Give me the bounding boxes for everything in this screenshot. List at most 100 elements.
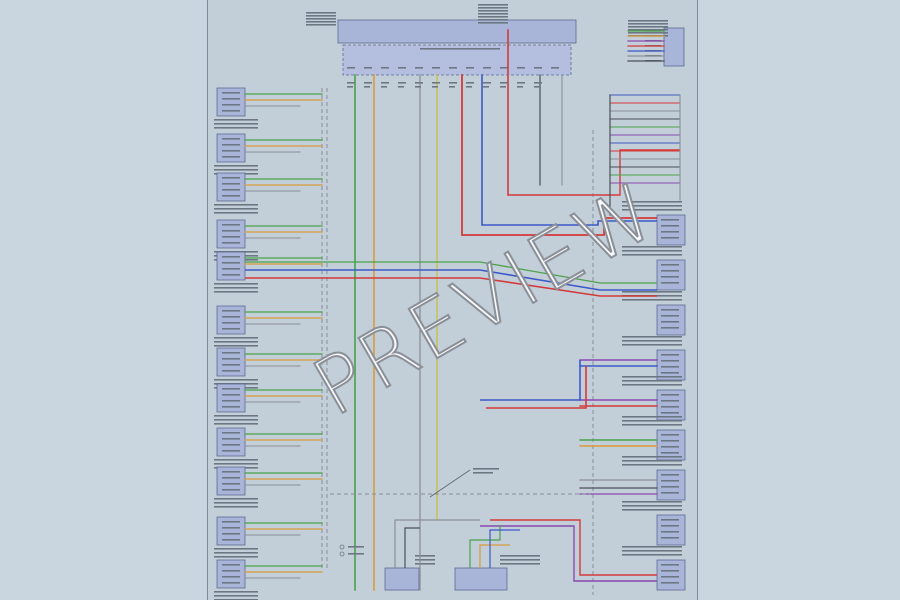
pin-label-line xyxy=(661,225,679,227)
module-title-line xyxy=(622,209,682,211)
module-title-line xyxy=(622,554,682,556)
module-title-line xyxy=(622,420,682,422)
module-title-line xyxy=(622,550,682,552)
pin-label-line xyxy=(222,564,240,566)
pin-label-line xyxy=(222,450,240,452)
module-title-line xyxy=(622,246,682,248)
pin-label-line xyxy=(222,438,240,440)
pin-label-line xyxy=(222,177,240,179)
legend-symbol xyxy=(339,551,345,557)
pin-label-line xyxy=(661,492,679,494)
module-title-line xyxy=(214,169,258,171)
module-title-line xyxy=(622,505,682,507)
pin-label-line xyxy=(222,230,240,232)
pin-label-line xyxy=(661,237,679,239)
pin-label-line xyxy=(222,104,240,106)
wire-code-line xyxy=(347,86,353,88)
pin-label-line xyxy=(661,315,679,317)
pin-label-line xyxy=(222,256,240,258)
module-title-line xyxy=(500,559,540,561)
wire xyxy=(489,529,520,568)
pin-label-line xyxy=(661,480,679,482)
module-title-line xyxy=(478,16,508,18)
pin-label-line xyxy=(661,452,679,454)
legend-text-line xyxy=(348,546,364,548)
pin-label-line xyxy=(661,276,679,278)
wire-code-line xyxy=(534,82,542,84)
module-title-line xyxy=(214,123,258,125)
pin-label-line xyxy=(222,150,240,152)
module-caption-line xyxy=(306,24,336,26)
central-module-header-block xyxy=(337,19,577,44)
connector-caption-line xyxy=(420,48,500,50)
module-title-line xyxy=(628,20,668,22)
module-caption-line xyxy=(306,15,336,17)
wire-code-line xyxy=(415,82,423,84)
wire xyxy=(394,519,480,568)
pin-label-line xyxy=(222,432,240,434)
module-title-line xyxy=(214,419,258,421)
pin-label-line xyxy=(661,474,679,476)
module-title-line xyxy=(214,291,258,293)
pin-label-line xyxy=(222,400,240,402)
module-title-line xyxy=(628,23,668,25)
module-title-line xyxy=(622,460,682,462)
wire-code-line xyxy=(534,86,540,88)
pin-label-line xyxy=(661,327,679,329)
pin-label-line xyxy=(222,406,240,408)
module-title-line xyxy=(214,506,258,508)
module-title-line xyxy=(415,563,435,565)
module-title-line xyxy=(214,204,258,206)
pin-label-line xyxy=(661,270,679,272)
wire xyxy=(482,220,657,226)
pin-label-line xyxy=(222,138,240,140)
wire xyxy=(245,269,657,291)
module-title-line xyxy=(214,423,258,425)
pin-label-line xyxy=(661,440,679,442)
pin-label-line xyxy=(661,372,679,374)
pin-label-line xyxy=(222,144,240,146)
module-title-line xyxy=(628,29,668,31)
pin-label-line xyxy=(222,521,240,523)
pin-label-line xyxy=(415,67,423,69)
wire xyxy=(508,149,680,196)
pin-label-line xyxy=(222,576,240,578)
leader-line xyxy=(429,469,471,498)
pin-label-line xyxy=(222,527,240,529)
pin-label-line xyxy=(222,224,240,226)
module-title-line xyxy=(478,7,508,9)
module-title-line xyxy=(478,4,508,6)
pin-label-line xyxy=(661,446,679,448)
pin-label-line xyxy=(466,67,474,69)
pin-label-line xyxy=(222,352,240,354)
wire xyxy=(462,217,657,236)
top-right-module xyxy=(663,27,685,67)
wire-code-line xyxy=(398,86,404,88)
pin-label-line xyxy=(661,394,679,396)
pin-label-line xyxy=(222,533,240,535)
wire xyxy=(245,277,657,297)
wire xyxy=(404,527,420,568)
pin-label-line xyxy=(381,67,389,69)
module-title-line xyxy=(214,595,258,597)
module-title-line xyxy=(622,201,682,203)
wire-code-line xyxy=(449,86,455,88)
pin-label-line xyxy=(222,242,240,244)
module-title-line xyxy=(214,287,258,289)
module-title-line xyxy=(622,336,682,338)
module-title-line xyxy=(214,552,258,554)
wire-code-line xyxy=(364,86,370,88)
pin-label-line xyxy=(222,262,240,264)
pin-label-line xyxy=(661,400,679,402)
pin-label-line xyxy=(222,582,240,584)
pin-label-line xyxy=(449,67,457,69)
pin-label-line xyxy=(661,282,679,284)
module-title-line xyxy=(214,212,258,214)
module-title-line xyxy=(622,464,682,466)
pin-label-line xyxy=(661,219,679,221)
pin-label-line xyxy=(222,316,240,318)
module-title-line xyxy=(622,340,682,342)
module-title-line xyxy=(622,416,682,418)
module-title-line xyxy=(214,208,258,210)
wire xyxy=(490,519,657,576)
